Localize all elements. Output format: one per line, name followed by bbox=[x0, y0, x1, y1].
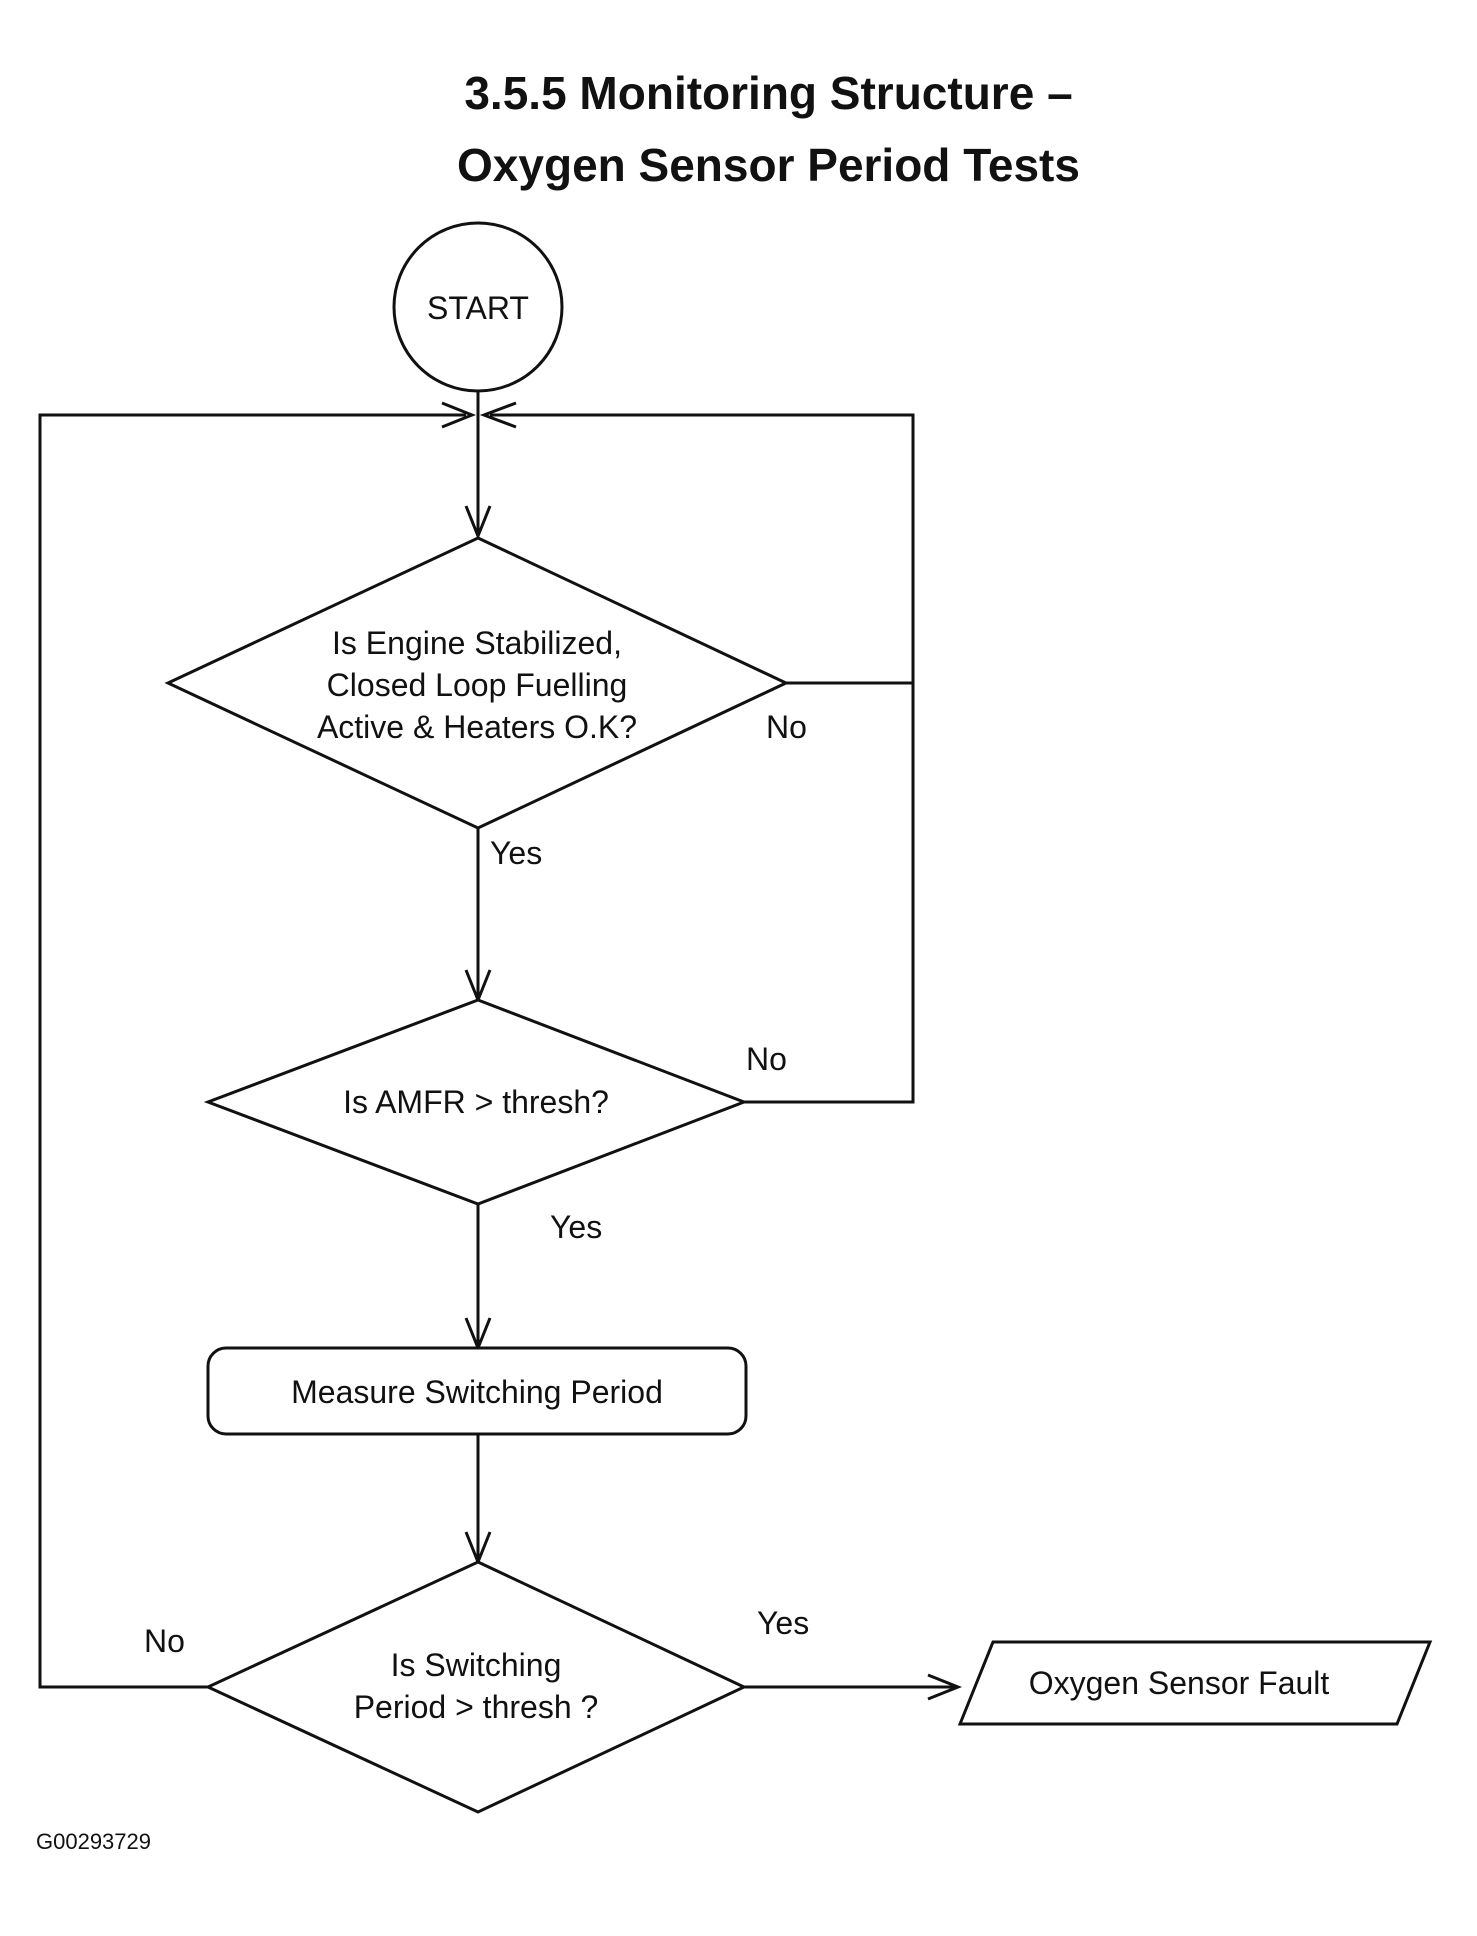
decision-amfr-label: Is AMFR > thresh? bbox=[343, 1084, 609, 1120]
edge-label-period-yes: Yes bbox=[757, 1605, 809, 1641]
edge-label-amfr-no: No bbox=[746, 1041, 787, 1077]
edge-label-engine-no: No bbox=[766, 709, 807, 745]
edge-label-amfr-yes: Yes bbox=[550, 1209, 602, 1245]
start-label: START bbox=[427, 290, 529, 326]
edge-label-engine-yes: Yes bbox=[490, 835, 542, 871]
connector-period-no-loop bbox=[38, 413, 466, 1689]
decision-period-line1: Is Switching bbox=[391, 1647, 562, 1683]
output-fault-label: Oxygen Sensor Fault bbox=[1029, 1665, 1330, 1701]
output-oxygen-sensor-fault bbox=[957, 1640, 1433, 1726]
process-measure-label: Measure Switching Period bbox=[291, 1374, 663, 1410]
arrowhead-merge-right bbox=[479, 401, 517, 429]
connector-amfr-no-loop bbox=[744, 683, 915, 1104]
decision-period-line2: Period > thresh ? bbox=[354, 1689, 599, 1725]
decision-engine-line3: Active & Heaters O.K? bbox=[317, 709, 637, 745]
arrowhead-merge-left bbox=[441, 401, 477, 429]
page-subtitle: Oxygen Sensor Period Tests bbox=[457, 139, 1080, 191]
page-title: 3.5.5 Monitoring Structure – bbox=[464, 67, 1073, 119]
decision-switching-period bbox=[204, 1560, 748, 1814]
edge-label-period-no: No bbox=[144, 1623, 185, 1659]
arrowhead-engine bbox=[464, 505, 492, 541]
decision-engine-line2: Closed Loop Fuelling bbox=[327, 667, 628, 703]
decision-engine-line1: Is Engine Stabilized, bbox=[332, 625, 622, 661]
arrowhead-fault bbox=[927, 1673, 963, 1701]
connector-engine-no-loop bbox=[490, 413, 915, 685]
figure-id: G00293729 bbox=[36, 1829, 151, 1854]
